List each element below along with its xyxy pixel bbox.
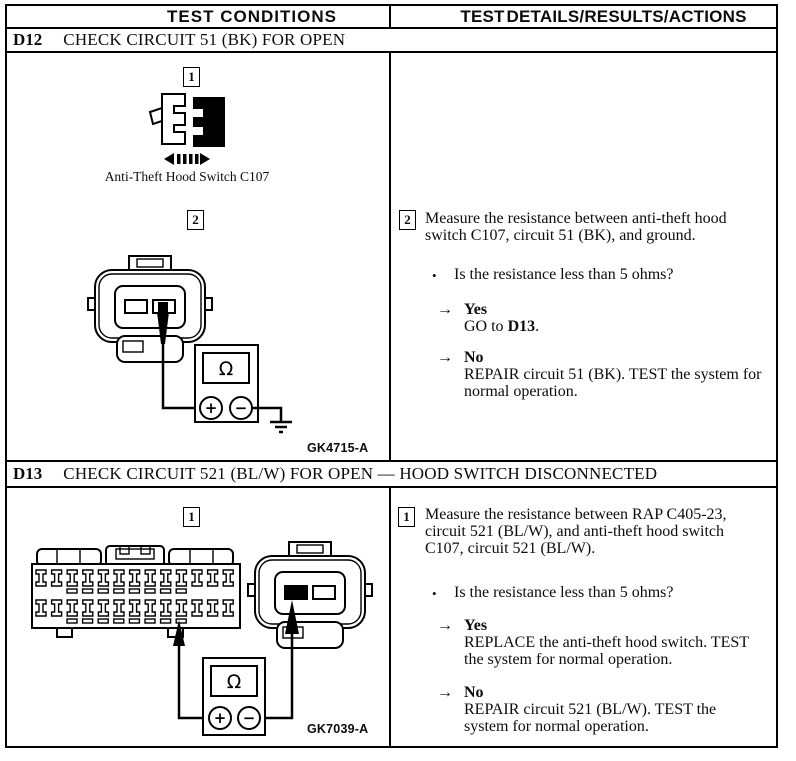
d12-goto-suffix: . [535,318,540,335]
disconnect-arrow-icon [164,153,210,165]
hood-switch-connector-icon [87,255,213,363]
d13-figure-code: GK7039-A [307,722,369,736]
plus-terminal: + [214,709,227,727]
d13-question-row: • Is the resistance less than 5 ohms? [432,584,762,602]
d12-right-step-box: 2 [399,210,416,230]
minus-terminal: − [235,399,248,417]
d12-step2-box: 2 [187,210,204,230]
arrow-icon: → [437,617,453,634]
d12-yes-body: Yes GO to D13. [464,301,764,335]
test-probe-tip-icon [285,600,299,634]
minus-terminal: − [243,709,256,727]
positive-lead-wire [161,344,200,410]
d13-no-body: No REPAIR circuit 521 (BL/W). TEST the s… [464,684,736,735]
header-test-conditions-label: TEST CONDITIONS [167,6,337,26]
d13-step1-number: 1 [188,509,195,524]
d12-step-id: D12 [13,30,43,49]
d13-test-conditions-cell: 1 [7,488,391,746]
connector-wire-tab-icon [148,106,163,126]
component-label: Anti-Theft Hood Switch C107 [104,169,270,184]
d12-goto-target: D13 [507,318,536,335]
d12-yes-label: Yes [464,301,488,318]
d13-right-step-number: 1 [403,509,410,524]
d12-question: Is the resistance less than 5 ohms? [454,266,674,283]
header-test-details: TEST DETAILS/RESULTS/ACTIONS [391,6,776,27]
d13-measurement-diagram: Ω + − [31,541,373,736]
ohmmeter-icon: Ω + − [194,344,259,423]
d13-no-label: No [464,684,484,701]
disconnect-connector-icon [148,93,225,165]
d13-instruction: Measure the resistance between RAP C405-… [425,506,727,557]
d12-no-action: REPAIR circuit 51 (BK). TEST the system … [464,366,762,400]
rap-pins-row-1 [35,569,234,587]
rap-connector-icon [31,545,241,638]
d12-no-label: No [464,349,484,366]
table-header-row: TEST CONDITIONS TEST DETAILS/RESULTS/ACT… [7,6,776,29]
d13-yes-label: Yes [464,617,488,634]
d13-no-branch: → No REPAIR circuit 521 (BL/W). TEST the… [437,684,736,735]
d13-title-row: D13 CHECK CIRCUIT 521 (BL/W) FOR OPEN — H… [7,462,776,488]
d12-yes-branch: → Yes GO to D13. [437,301,764,335]
d12-title-row: D12 CHECK CIRCUIT 51 (BK) FOR OPEN [7,29,776,53]
negative-lead-wire [260,634,294,720]
d13-question: Is the resistance less than 5 ohms? [454,584,674,601]
d12-content-row: 1 Anti-Theft Hood Switch C107 [7,53,776,462]
plus-terminal: + [205,399,218,417]
d12-question-row: • Is the resistance less than 5 ohms? [432,266,762,284]
d13-test-details-cell: 1 Measure the resistance between RAP C40… [391,488,776,746]
hood-switch-connector-icon [247,541,373,649]
header-test-details-label: TEST DETAILS/RESULTS/ACTIONS [460,6,747,26]
d12-goto-prefix: GO to [464,318,508,335]
d12-test-details-cell: 2 Measure the resistance between anti-th… [391,53,776,460]
ground-lead-wire [252,406,283,422]
d12-step1-number: 1 [188,69,195,84]
header-test-conditions: TEST CONDITIONS [7,6,391,27]
d13-content-row: 1 [7,488,776,746]
d13-yes-body: Yes REPLACE the anti-theft hood switch. … [464,617,766,668]
ohm-symbol: Ω [219,358,234,380]
test-table: TEST CONDITIONS TEST DETAILS/RESULTS/ACT… [5,4,778,748]
d13-step1-box: 1 [183,507,200,527]
connector-half-female-icon [193,97,225,147]
d13-yes-branch: → Yes REPLACE the anti-theft hood switch… [437,617,766,668]
bullet-icon: • [432,268,437,283]
d13-no-action: REPAIR circuit 521 (BL/W). TEST the syst… [464,701,717,735]
d12-test-conditions-cell: 1 Anti-Theft Hood Switch C107 [7,53,391,460]
d12-yes-action: GO to D13. [464,318,539,335]
ohm-symbol: Ω [227,671,242,693]
d12-title: CHECK CIRCUIT 51 (BK) FOR OPEN [63,30,346,49]
ground-symbol-icon [270,420,292,434]
d12-right-step-number: 2 [404,212,411,227]
d13-right-step-box: 1 [398,507,415,527]
d13-title: CHECK CIRCUIT 521 (BL/W) FOR OPEN — HOOD… [63,464,658,483]
rap-pin-slots-row-1 [66,588,187,594]
d12-instruction: Measure the resistance between anti-thef… [425,210,727,244]
ohmmeter-icon: Ω + − [202,657,266,736]
d12-measurement-diagram: Ω + − [87,255,292,434]
connector-half-male-icon [161,93,186,145]
test-probe-tip-icon [157,312,169,344]
d12-step2-number: 2 [192,212,199,227]
test-probe-icon [158,302,168,312]
rap-pin-slots-row-2 [66,618,187,624]
d12-no-branch: → No REPAIR circuit 51 (BK). TEST the sy… [437,349,769,400]
d13-step-id: D13 [13,464,43,483]
positive-lead-wire [177,646,209,720]
d12-no-body: No REPAIR circuit 51 (BK). TEST the syst… [464,349,769,400]
d12-step1-box: 1 [183,67,200,87]
arrow-icon: → [437,349,453,366]
arrow-icon: → [437,684,453,701]
test-probe-tip-icon [173,620,185,646]
bullet-icon: • [432,586,437,601]
d12-figure-code: GK4715-A [307,441,369,455]
arrow-icon: → [437,301,453,318]
rap-pins-row-2 [35,599,234,617]
d13-yes-action: REPLACE the anti-theft hood switch. TEST… [464,634,749,668]
